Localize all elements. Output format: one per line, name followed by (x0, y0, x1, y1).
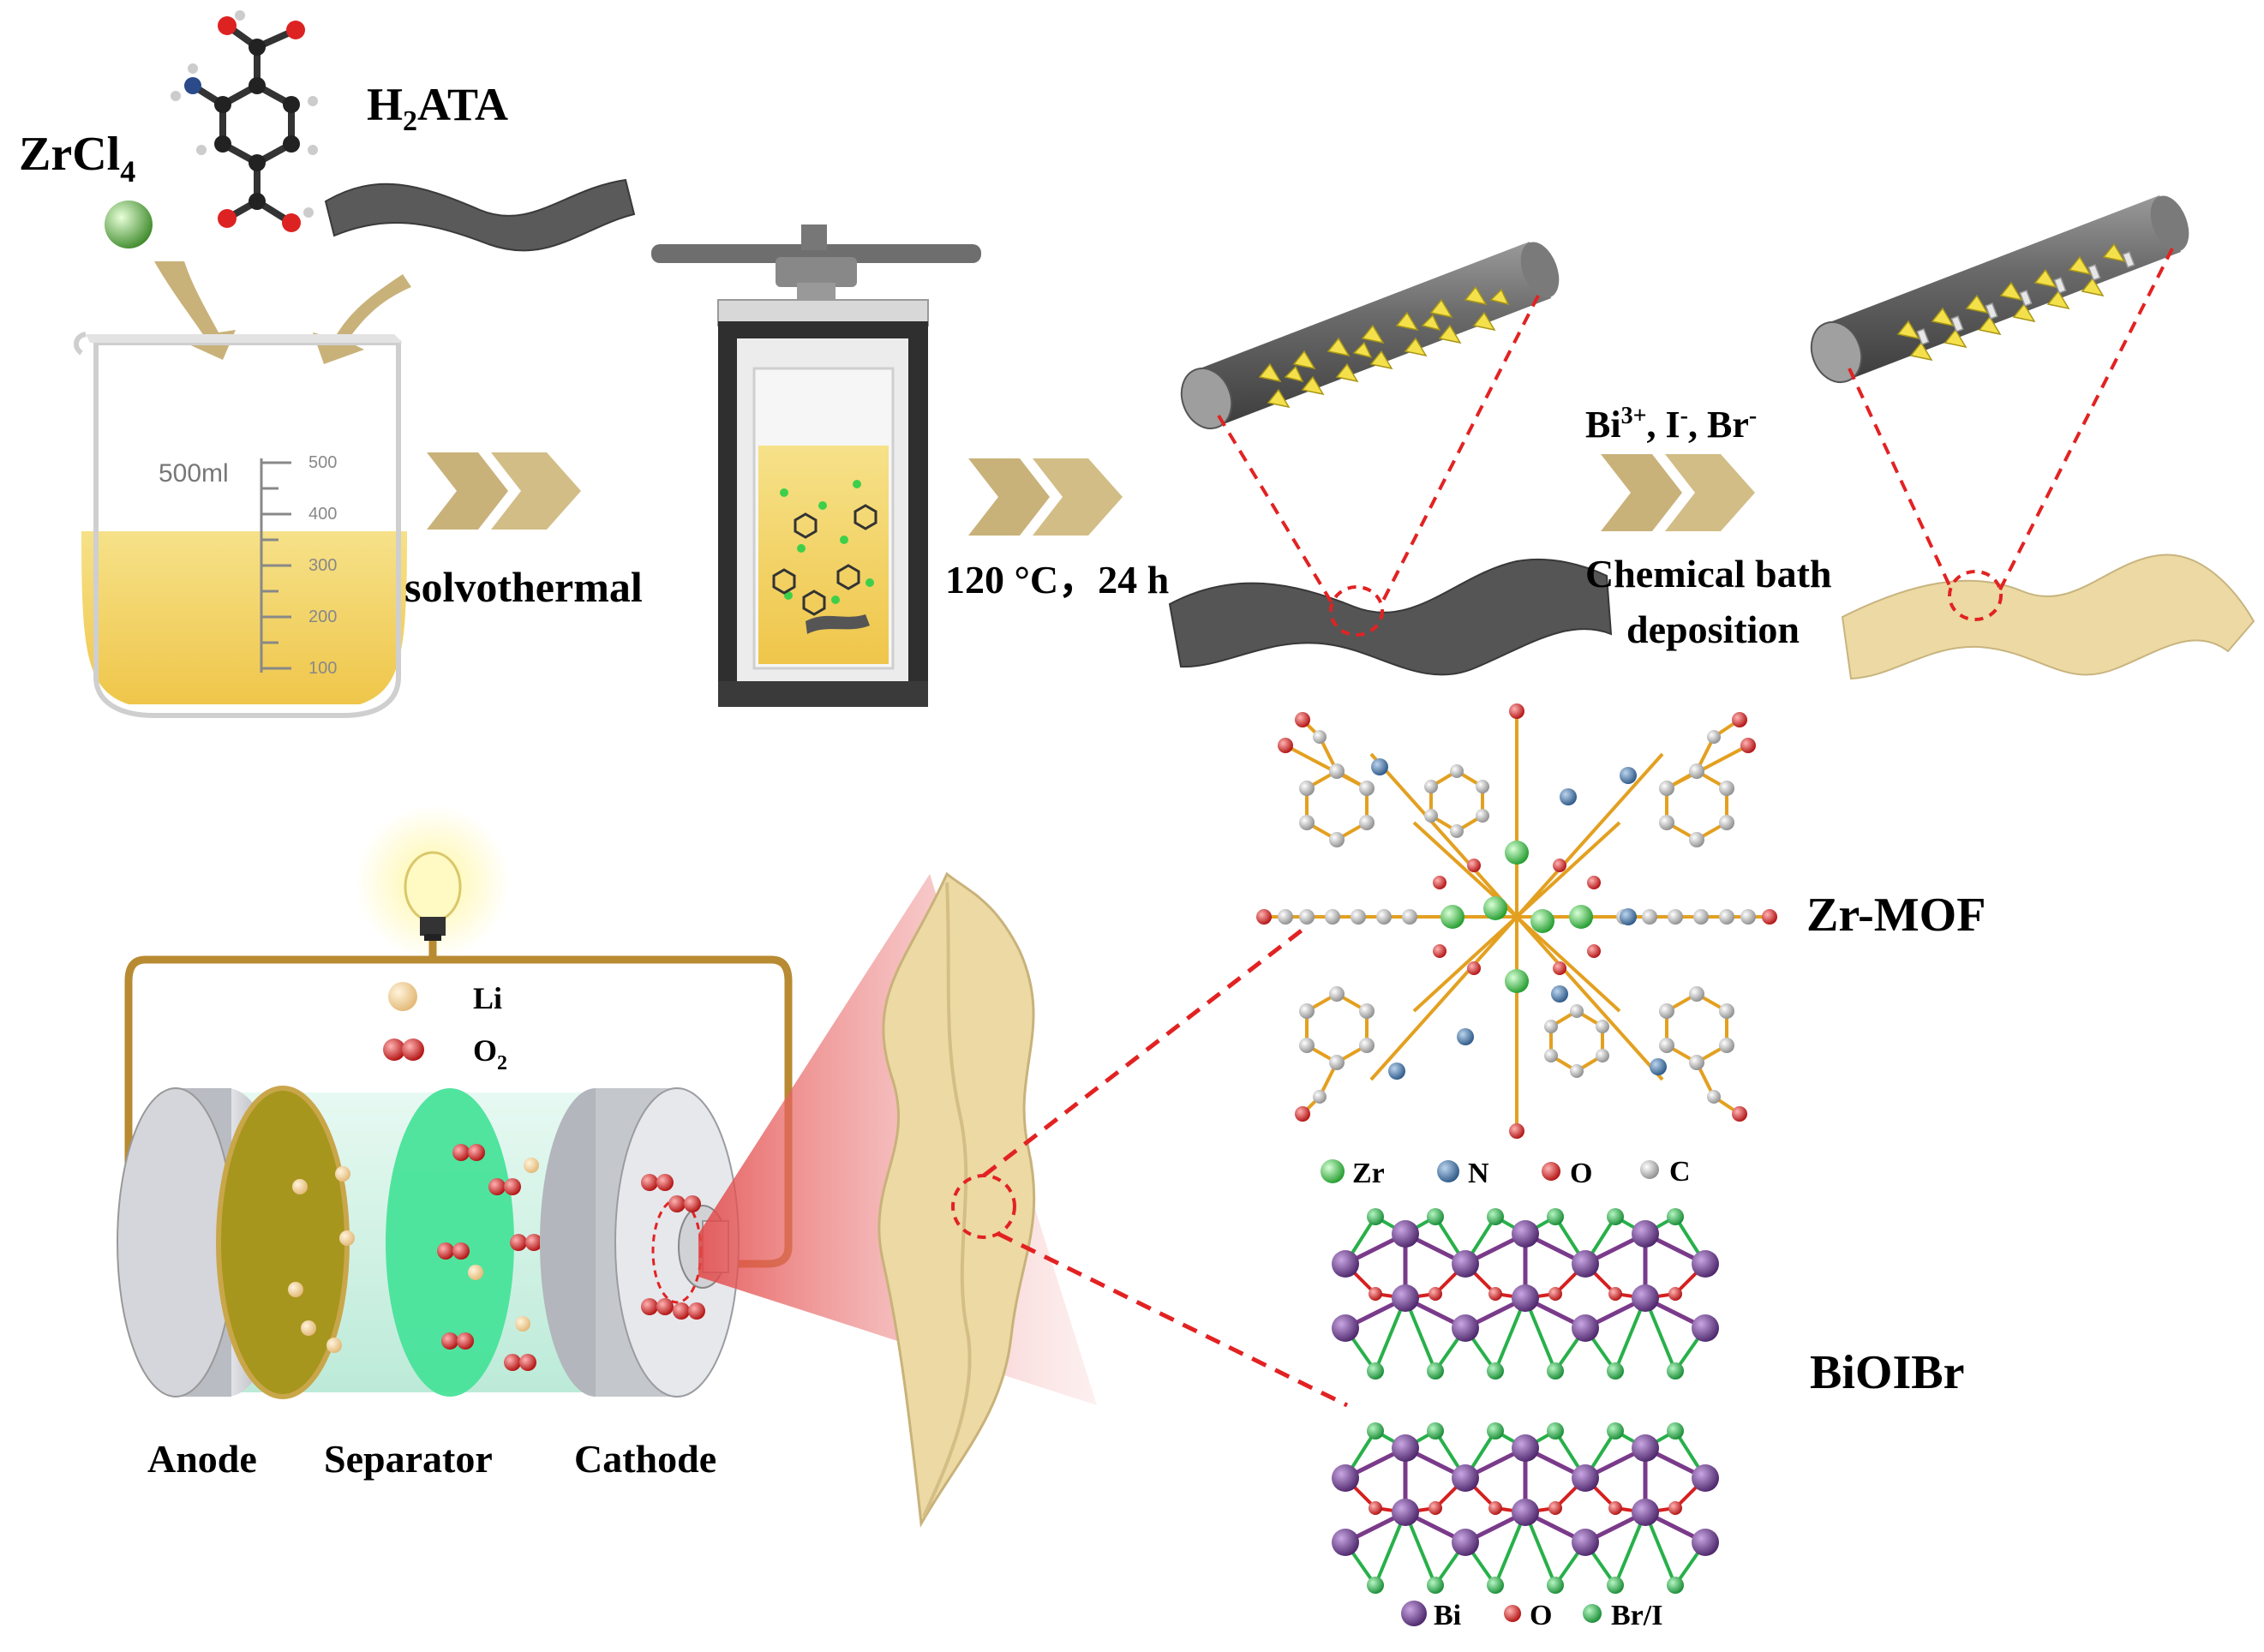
ions-label: Bi3+, I-, Br- (1585, 403, 1757, 446)
step-deposition-line1: Chemical bath (1585, 552, 1832, 596)
zoom-line-to-bioibr (997, 1231, 1349, 1408)
separator-label: Separator (324, 1437, 493, 1481)
separator-particles (437, 1144, 542, 1371)
bioibr-legend-o: O (1530, 1600, 1552, 1631)
zoom-line-bioibr-left (1848, 368, 1954, 592)
beaker (74, 332, 407, 718)
svg-text:ZrCl4: ZrCl4 (19, 128, 135, 189)
step-heating: 120 °C，24 h (945, 558, 1169, 602)
separator-disk (386, 1088, 514, 1397)
mof-legend-n: N (1468, 1158, 1489, 1189)
h2ata-atoms (171, 10, 318, 232)
carbon-cloth-raw (324, 178, 636, 252)
beaker-tick-100: 100 (308, 659, 337, 678)
bioibr-legend-bi: Bi (1434, 1600, 1461, 1631)
beaker-tick-300: 300 (308, 556, 337, 575)
zoom-circle-mof (1329, 585, 1384, 637)
zr-mof-structure (1256, 703, 1777, 1139)
legend-li-icon (388, 982, 417, 1011)
legend-li-label: Li (473, 981, 502, 1015)
carbon-cloth-mof (1168, 558, 1613, 676)
svg-text:O2: O2 (473, 1033, 507, 1074)
autoclave (651, 224, 981, 707)
mof-legend-o: O (1570, 1158, 1592, 1189)
light-bulb-icon (404, 851, 462, 941)
mof-legend-zr: Zr (1352, 1158, 1385, 1189)
cathode-holder (540, 1087, 740, 1398)
ribbon-cathode (877, 871, 1036, 1528)
zoom-line-mof-left (1217, 414, 1334, 606)
legend-o2-label: O2 (473, 1033, 507, 1074)
zrcl4-sphere (105, 201, 153, 248)
arrow-heating (968, 458, 1123, 536)
beaker-tick-400: 400 (308, 505, 337, 524)
autoclave-particles (772, 480, 877, 616)
bioibr-label: BiOIBr (1810, 1346, 1964, 1399)
mof-legend: Zr N O C (1321, 1156, 1691, 1189)
beaker-volume: 500ml (159, 459, 229, 488)
zoom-line-bioibr-right (1997, 248, 2174, 592)
step-solvothermal: solvothermal (404, 563, 643, 611)
beaker-tick-500: 500 (308, 453, 337, 472)
mof-legend-c: C (1669, 1156, 1691, 1188)
svg-text:Bi3+, I-, Br-: Bi3+, I-, Br- (1585, 403, 1757, 446)
arrow-solvothermal (427, 452, 581, 530)
bioibr-legend-bri: Br/I (1611, 1600, 1662, 1631)
h2ata-molecule (190, 22, 297, 226)
bioibr-structure (1332, 1208, 1719, 1594)
cathode-o2 (641, 1174, 705, 1320)
mof-label: Zr-MOF (1806, 889, 1985, 942)
carbon-cloth-bioibr (1841, 554, 2255, 680)
zoom-line-to-mof (982, 928, 1304, 1177)
bioibr-legend: Bi O Br/I (1401, 1600, 1662, 1631)
zoom-line-mof-right (1380, 295, 1540, 605)
fiber-bioibr (1810, 195, 2189, 384)
zrcl4-label: ZrCl4 (19, 128, 135, 189)
anode-li-ions (288, 1166, 355, 1353)
legend-o2-icon (383, 1038, 424, 1061)
arrow-deposition (1601, 454, 1755, 531)
svg-text:H2ATA: H2ATA (367, 79, 508, 137)
ribbon-crease (922, 882, 972, 1517)
h2ata-label: H2ATA (367, 79, 508, 137)
beaker-tick-200: 200 (308, 608, 337, 626)
step-deposition-line2: deposition (1626, 608, 1800, 651)
fiber-mof (1180, 242, 1560, 430)
cathode-label: Cathode (574, 1437, 716, 1481)
anode-disk (216, 1086, 350, 1399)
zoom-circle-bioibr (1948, 570, 2003, 621)
anode-label: Anode (147, 1437, 257, 1481)
